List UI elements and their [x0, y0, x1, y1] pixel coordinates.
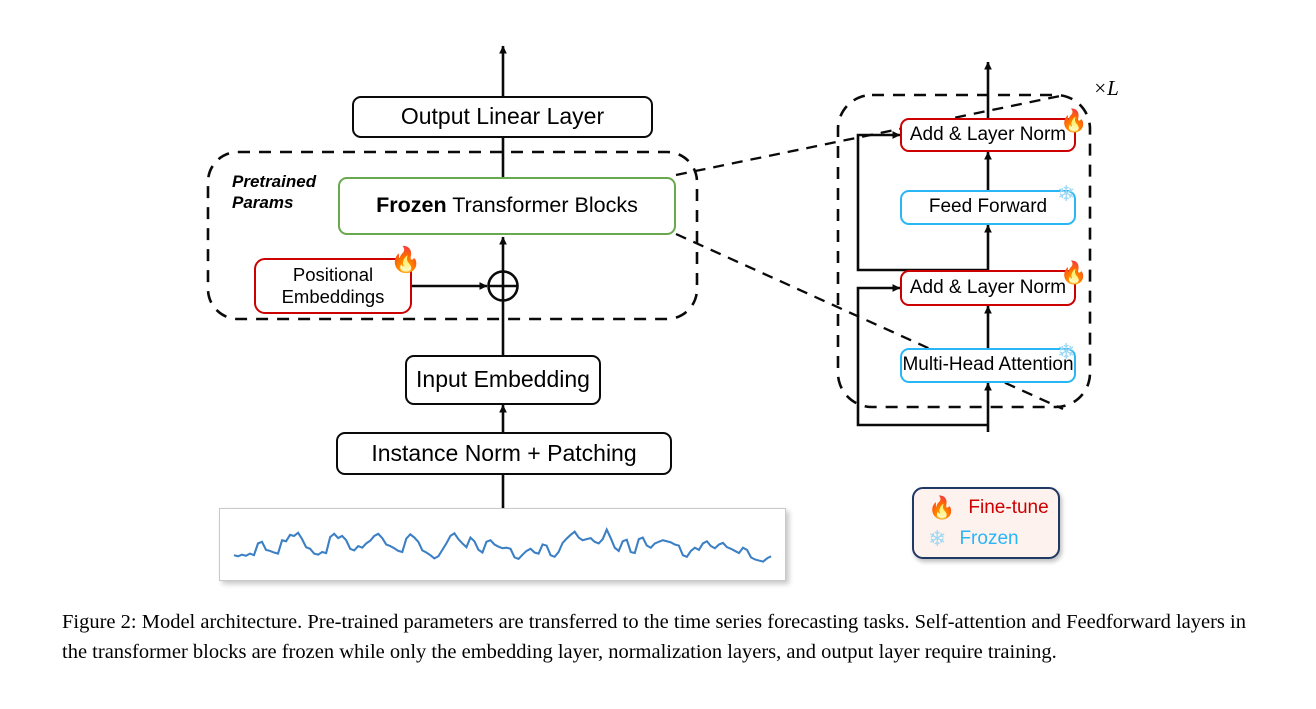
legend-fine-tune-label: Fine-tune — [968, 497, 1049, 518]
output-linear-layer-label: Output Linear Layer — [400, 103, 605, 130]
instance-norm-patching-box[interactable]: Instance Norm + Patching — [336, 432, 672, 475]
time-series-chart — [233, 526, 772, 563]
add-layer-norm-bottom-label: Add & Layer Norm — [909, 276, 1067, 298]
repeat-count-label: ×L — [1093, 76, 1119, 100]
legend-box — [912, 487, 1060, 559]
positional-embeddings-line2: Embeddings — [281, 286, 385, 307]
transformer-blocks-text: Transformer Blocks — [446, 193, 638, 218]
add-layer-norm-top-label: Add & Layer Norm — [909, 123, 1067, 145]
multi-head-attention-label: Multi-Head Attention — [902, 354, 1074, 376]
output-linear-layer-box[interactable]: Output Linear Layer — [352, 96, 653, 138]
zoom-connector-bottom — [675, 232, 1064, 411]
fire-icon: 🔥 — [390, 246, 422, 274]
time-series-line — [233, 526, 772, 563]
input-embedding-label: Input Embedding — [416, 366, 590, 393]
add-layer-norm-top-box[interactable]: Add & Layer Norm — [900, 118, 1076, 152]
feed-forward-box[interactable]: Feed Forward — [900, 190, 1076, 225]
fire-icon: 🔥 — [928, 495, 956, 520]
pretrained-params-line2: Params — [232, 192, 294, 212]
add-layer-norm-bottom-box[interactable]: Add & Layer Norm — [900, 270, 1076, 306]
positional-embeddings-box[interactable]: Positional Embeddings — [254, 258, 412, 314]
input-time-series-plot — [219, 508, 786, 581]
feed-forward-label: Feed Forward — [928, 196, 1048, 218]
pretrained-params-dashed-box — [206, 150, 699, 321]
legend-frozen-label: Frozen — [959, 528, 1019, 549]
fire-icon: 🔥 — [1060, 108, 1088, 133]
pretrained-params-label: Pretrained Params — [232, 172, 342, 213]
figure-caption: Figure 2: Model architecture. Pre-traine… — [62, 611, 1246, 664]
frozen-keyword: Frozen — [376, 193, 447, 218]
snowflake-icon: ❄ — [928, 526, 947, 551]
snowflake-icon: ❄ — [1057, 339, 1076, 364]
transformer-block-dashed-box — [836, 93, 1092, 409]
instance-norm-patching-label: Instance Norm + Patching — [371, 439, 637, 466]
pretrained-params-line1: Pretrained — [232, 172, 317, 191]
frozen-transformer-blocks-label: Frozen Transformer Blocks — [376, 193, 638, 218]
frozen-transformer-blocks-box[interactable]: Frozen Transformer Blocks — [338, 177, 676, 235]
positional-embeddings-line1: Positional — [292, 264, 374, 286]
multi-head-attention-box[interactable]: Multi-Head Attention — [900, 348, 1076, 383]
legend-row-frozen: ❄ Frozen — [928, 528, 1019, 550]
input-embedding-box[interactable]: Input Embedding — [405, 355, 601, 405]
legend-row-fine-tune: 🔥 Fine-tune — [928, 497, 1049, 519]
residual-connection-lower — [856, 284, 988, 427]
snowflake-icon: ❄ — [1057, 181, 1076, 206]
fire-icon: 🔥 — [1060, 260, 1088, 285]
